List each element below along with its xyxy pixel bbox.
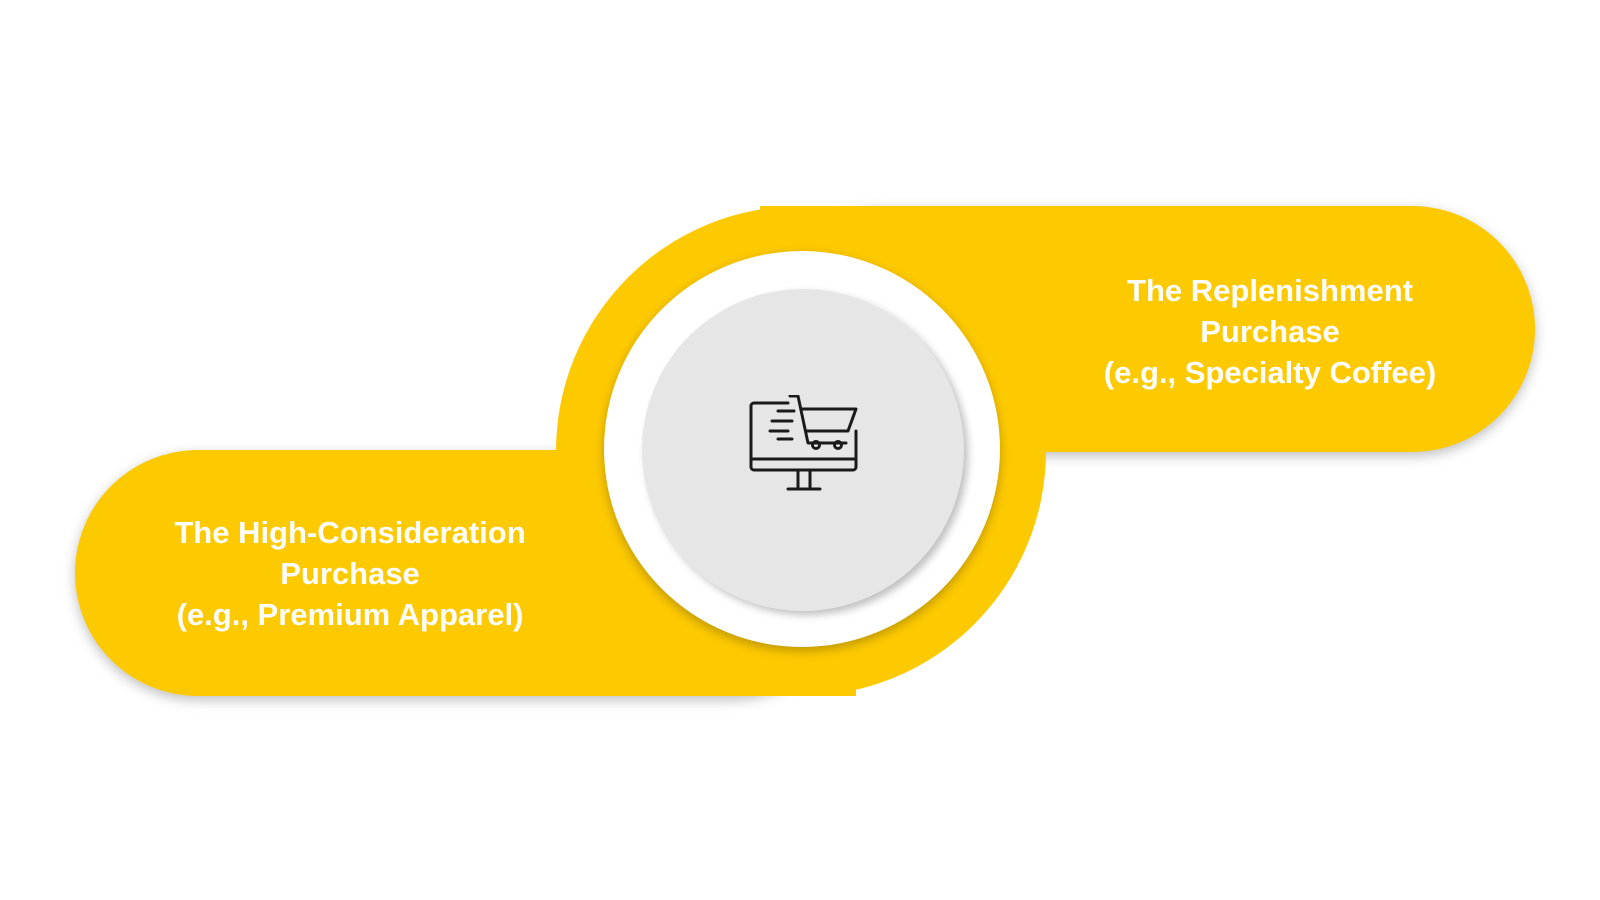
high-consideration-label: The High-Consideration Purchase (e.g., P…	[110, 512, 590, 635]
high-consideration-line2: Purchase	[280, 556, 420, 591]
high-consideration-line1: The High-Consideration	[174, 515, 526, 550]
high-consideration-line3: (e.g., Premium Apparel)	[176, 597, 524, 632]
replenishment-label: The Replenishment Purchase (e.g., Specia…	[1030, 270, 1510, 393]
replenishment-line1: The Replenishment	[1127, 273, 1413, 308]
computer-shopping-cart-icon	[748, 394, 862, 505]
replenishment-line3: (e.g., Specialty Coffee)	[1103, 355, 1437, 390]
replenishment-line2: Purchase	[1200, 314, 1340, 349]
center-circle	[642, 289, 964, 611]
